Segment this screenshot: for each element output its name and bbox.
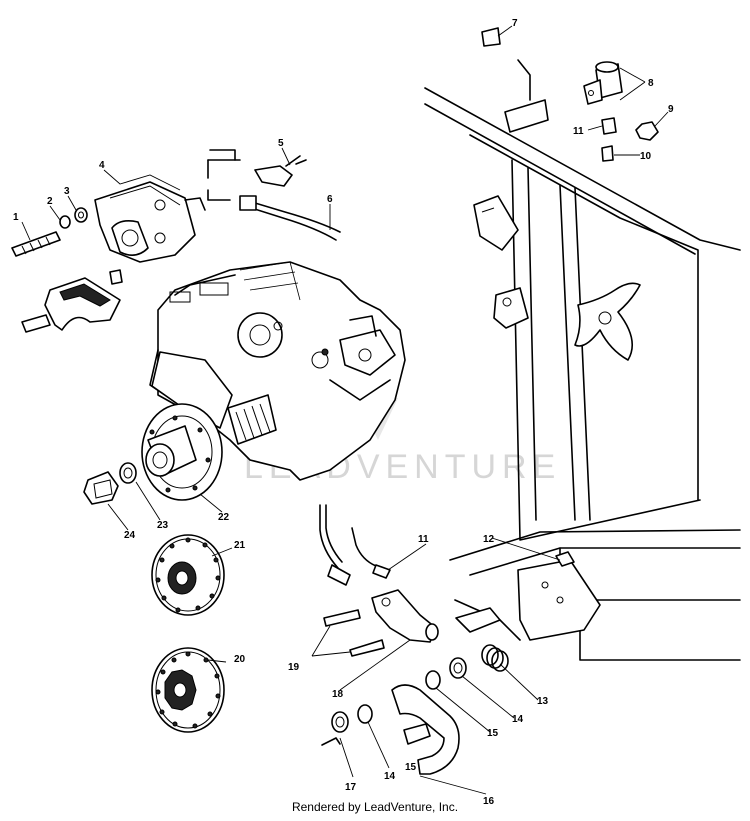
frame-assembly (424, 59, 741, 661)
callout-21: 21 (234, 540, 246, 551)
callout-12: 12 (483, 534, 495, 545)
callout-2: 2 (47, 196, 53, 207)
footer-credit: Rendered by LeadVenture, Inc. (291, 800, 459, 814)
callout-24: 24 (124, 530, 136, 541)
callout-15-left: 15 (405, 762, 417, 773)
callout-5: 5 (278, 138, 284, 149)
callout-14-left: 14 (384, 771, 396, 782)
callout-7: 7 (512, 18, 518, 29)
callout-16: 16 (483, 796, 495, 807)
brake-disc-hub (83, 403, 223, 505)
callout-10: 10 (640, 151, 652, 162)
master-cylinder-reservoir (481, 27, 659, 162)
brake-lever-assembly (319, 504, 601, 775)
callout-4: 4 (99, 160, 105, 171)
callout-1: 1 (13, 212, 19, 223)
callout-leaders (21, 25, 669, 795)
callout-9: 9 (668, 104, 674, 115)
callout-3: 3 (64, 186, 70, 197)
callout-13: 13 (537, 696, 549, 707)
transmission-housing (149, 261, 406, 481)
callout-17: 17 (345, 782, 357, 793)
callout-23: 23 (157, 520, 169, 531)
brake-disc-20 (151, 647, 225, 733)
callout-11-top: 11 (573, 126, 584, 137)
callout-14-right: 14 (512, 714, 524, 725)
callout-20: 20 (234, 654, 246, 665)
caliper-bolt-group (11, 207, 88, 257)
callout-11-bottom: 11 (418, 534, 429, 545)
brake-caliper (94, 181, 206, 263)
callout-8: 8 (648, 78, 654, 89)
callout-22: 22 (218, 512, 230, 523)
callout-15-right: 15 (487, 728, 499, 739)
callout-19: 19 (288, 662, 300, 673)
brake-disc-21 (151, 534, 225, 616)
brake-pad-assembly (21, 269, 123, 333)
brake-line (207, 149, 341, 241)
callout-6: 6 (327, 194, 333, 205)
callout-18: 18 (332, 689, 344, 700)
